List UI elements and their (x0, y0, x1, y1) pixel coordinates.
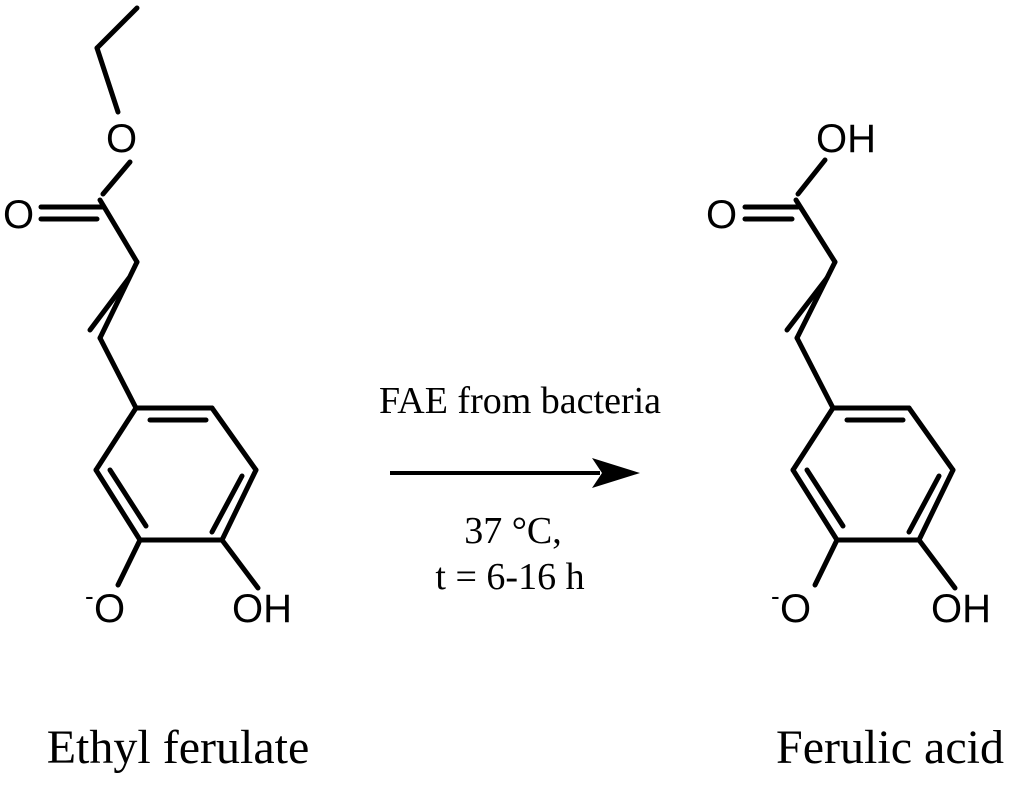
acid-alkene-bond-b (784, 275, 830, 333)
phenoxide-charge-label: - (85, 581, 94, 611)
ferulic-acid-structure: OH O - O OH (706, 117, 991, 631)
alkene-bond-b (87, 275, 132, 333)
temperature-label: 37 °C, (464, 510, 562, 552)
ring-bond-2 (209, 405, 259, 473)
acid-ring-bond-5 (790, 467, 840, 543)
ethyl-ferulate-structure: O O - O OH (3, 5, 292, 631)
hydroxyl-bond (219, 537, 261, 591)
acid-hydroxyl-bond (916, 537, 958, 591)
reaction-arrow-group: FAE from bacteria 37 °C, t = 6-16 h (379, 380, 661, 598)
acid-oh-label: OH (816, 117, 876, 161)
acid-hydroxyl-label: OH (931, 587, 991, 631)
catalyst-label: FAE from bacteria (379, 380, 661, 422)
acid-ring-bond-3 (916, 467, 956, 543)
carbonyl-oxygen-label: O (3, 193, 34, 237)
acid-alkene-bond-a (794, 259, 838, 341)
acid-phenoxide-charge-label: - (771, 581, 780, 611)
ethyl-ch2-o-bond (94, 45, 121, 115)
reactant-name: Ethyl ferulate (47, 721, 310, 774)
phenoxide-bond (115, 537, 143, 588)
acid-ring-bond-6 (790, 405, 836, 473)
ring-bond-5-inner (107, 467, 149, 529)
alkene-bond-a (97, 259, 140, 341)
acid-carbonyl-oxygen-label: O (706, 193, 737, 237)
ethyl-ch3-bond (94, 5, 140, 51)
acid-ring-bond-5-inner (804, 467, 846, 529)
acid-vinyl-ring-bond (794, 335, 836, 411)
ring-bond-3-inner (209, 473, 245, 535)
c-alpha-bond (97, 197, 140, 265)
time-label: t = 6-16 h (435, 556, 584, 598)
acid-phenoxide-oxygen-label: O (780, 587, 811, 631)
ring-bond-3 (219, 467, 259, 543)
ester-o-c-bond (100, 159, 133, 197)
acid-ring-bond-2 (906, 405, 956, 473)
product-name: Ferulic acid (776, 721, 1004, 774)
ring-bond-5 (93, 467, 143, 543)
reaction-arrow-head (592, 458, 640, 488)
acid-c-alpha-bond (793, 197, 838, 265)
acid-phenoxide-bond (812, 537, 840, 588)
phenoxide-oxygen-label: O (94, 587, 125, 631)
ester-oxygen-label: O (106, 117, 137, 161)
ring-bond-6 (93, 405, 139, 473)
hydroxyl-label: OH (232, 587, 292, 631)
vinyl-ring-bond (97, 335, 139, 411)
acid-oh-c-bond (795, 157, 828, 197)
acid-ring-bond-3-inner (906, 473, 942, 535)
